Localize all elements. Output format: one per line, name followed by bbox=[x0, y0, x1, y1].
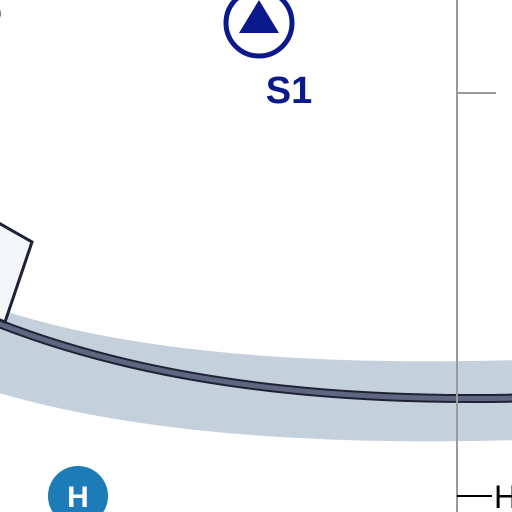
station-marker[interactable] bbox=[223, 0, 295, 59]
building-outline bbox=[0, 221, 34, 324]
hospital-icon bbox=[48, 466, 108, 512]
track-line bbox=[0, 321, 512, 402]
hospital-label: H bbox=[67, 481, 89, 512]
station-label: S1 bbox=[266, 70, 312, 112]
edge-label: H bbox=[494, 479, 512, 512]
triangle-icon bbox=[239, 0, 279, 33]
hospital-marker[interactable]: H bbox=[48, 466, 108, 512]
